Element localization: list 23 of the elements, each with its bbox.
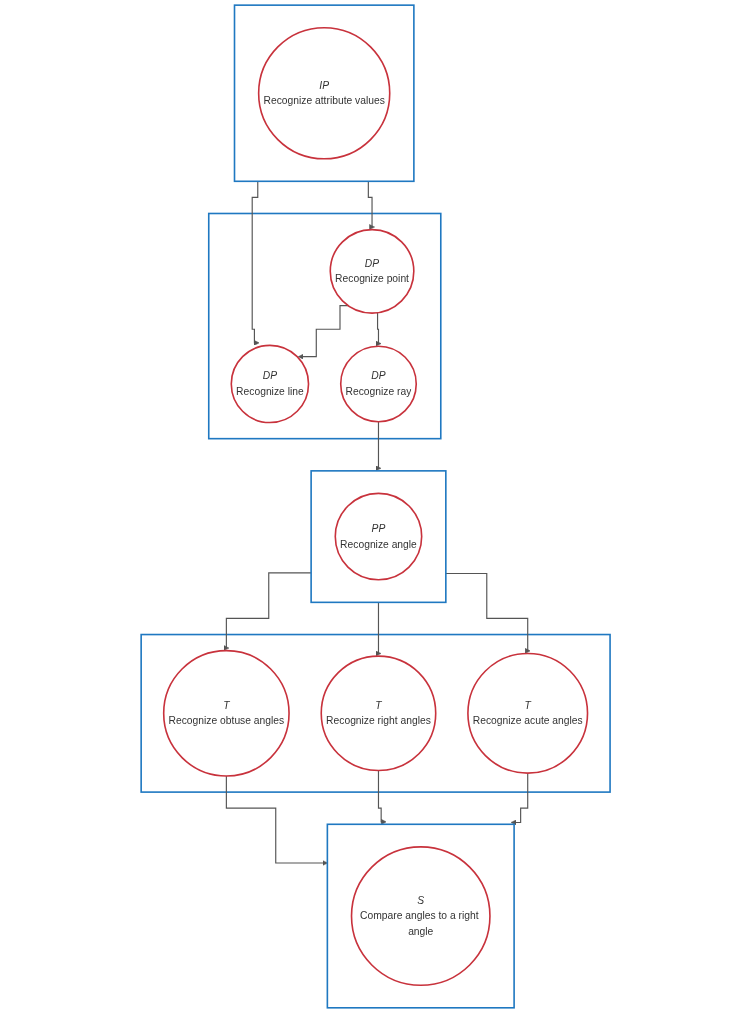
arrow [377,769,387,825]
node-circle: T Recognize obtuse angles [162,649,290,777]
node-circle: IP Recognize attribute values [257,26,391,160]
arrow [445,572,531,654]
arrow [225,775,328,866]
cluster [310,470,447,604]
arrow [375,601,382,657]
node-circle: S Compare angles to a right angle [350,846,491,987]
node-circle: DP Recognize line [230,344,310,424]
node-circle: DP Recognize point [329,228,415,314]
arrow [510,772,529,826]
node-circle: T Recognize right angles [320,655,437,772]
arrow [375,312,382,347]
node-circle: T Recognize acute angles [467,652,589,774]
node-circle: DP Recognize ray [339,345,417,423]
arrow [223,572,312,651]
arrow [297,305,349,360]
cluster [207,212,442,440]
cluster [140,633,611,793]
cluster [326,823,515,1009]
cluster [233,4,415,183]
node-circle: PP Recognize angle [334,492,423,581]
arrow [375,421,382,472]
